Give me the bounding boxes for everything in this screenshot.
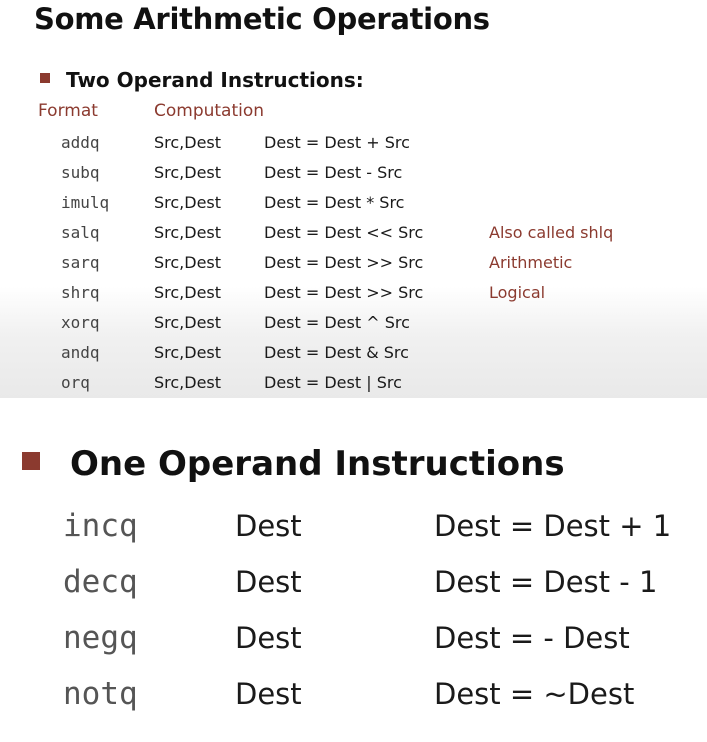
instruction-note: Arithmetic (489, 253, 573, 272)
instruction-operands: Src,Dest (154, 373, 222, 392)
slide-title: Some Arithmetic Operations (34, 2, 490, 36)
two-operand-slide: Some Arithmetic Operations Two Operand I… (0, 0, 707, 398)
instruction-operands: Src,Dest (154, 343, 222, 362)
instruction-computation: Dest = Dest + Src (264, 133, 410, 152)
instruction-mnemonic: incq (63, 508, 138, 544)
instruction-mnemonic: xorq (61, 313, 100, 332)
instruction-computation: Dest = ~Dest (434, 677, 635, 711)
instruction-computation: Dest = - Dest (434, 621, 630, 655)
instruction-operands: Src,Dest (154, 133, 222, 152)
instruction-mnemonic: imulq (61, 193, 110, 212)
instruction-computation: Dest = Dest | Src (264, 373, 402, 392)
instruction-mnemonic: subq (61, 163, 100, 182)
instruction-row: decq Dest Dest = Dest - 1 (0, 554, 707, 610)
instruction-operands: Src,Dest (154, 223, 222, 242)
instruction-mnemonic: addq (61, 133, 100, 152)
instruction-computation: Dest = Dest + 1 (434, 509, 672, 543)
instruction-computation: Dest = Dest - 1 (434, 565, 658, 599)
instruction-note: Also called shlq (489, 223, 614, 242)
instruction-computation: Dest = Dest >> Src (264, 253, 424, 272)
instruction-computation: Dest = Dest - Src (264, 163, 403, 182)
instruction-row: xorq Src,Dest Dest = Dest ^ Src (0, 308, 707, 338)
instruction-mnemonic: negq (63, 620, 138, 656)
instruction-row: shrq Src,Dest Dest = Dest >> Src Logical (0, 278, 707, 308)
two-operand-heading-label: Two Operand Instructions: (66, 68, 364, 92)
instruction-row: addq Src,Dest Dest = Dest + Src (0, 128, 707, 158)
instruction-operands: Dest (235, 621, 302, 655)
square-bullet-icon (40, 73, 50, 83)
square-bullet-icon (22, 452, 40, 470)
instruction-mnemonic: salq (61, 223, 100, 242)
instruction-mnemonic: decq (63, 564, 138, 600)
instruction-mnemonic: orq (61, 373, 90, 392)
instruction-row: subq Src,Dest Dest = Dest - Src (0, 158, 707, 188)
format-column-header: Format (38, 101, 98, 121)
instruction-row: sarq Src,Dest Dest = Dest >> Src Arithme… (0, 248, 707, 278)
instruction-computation: Dest = Dest * Src (264, 193, 405, 212)
instruction-mnemonic: notq (63, 676, 138, 712)
instruction-operands: Src,Dest (154, 163, 222, 182)
instruction-computation: Dest = Dest & Src (264, 343, 409, 362)
instruction-operands: Src,Dest (154, 193, 222, 212)
one-operand-heading: One Operand Instructions (22, 444, 565, 484)
instruction-operands: Src,Dest (154, 283, 222, 302)
instruction-row: negq Dest Dest = - Dest (0, 610, 707, 666)
instruction-computation: Dest = Dest ^ Src (264, 313, 410, 332)
instruction-computation: Dest = Dest >> Src (264, 283, 424, 302)
one-operand-heading-label: One Operand Instructions (70, 444, 565, 484)
instruction-operands: Src,Dest (154, 253, 222, 272)
instruction-row: salq Src,Dest Dest = Dest << Src Also ca… (0, 218, 707, 248)
instruction-row: orq Src,Dest Dest = Dest | Src (0, 368, 707, 398)
instruction-note: Logical (489, 283, 546, 302)
computation-column-header: Computation (154, 101, 265, 121)
one-operand-slide: One Operand Instructions incq Dest Dest … (0, 398, 707, 742)
instruction-operands: Dest (235, 509, 302, 543)
two-operand-heading: Two Operand Instructions: (40, 68, 364, 92)
instruction-operands: Dest (235, 677, 302, 711)
instruction-mnemonic: sarq (61, 253, 100, 272)
instruction-row: andq Src,Dest Dest = Dest & Src (0, 338, 707, 368)
instruction-row: imulq Src,Dest Dest = Dest * Src (0, 188, 707, 218)
instruction-row: incq Dest Dest = Dest + 1 (0, 498, 707, 554)
instruction-mnemonic: andq (61, 343, 100, 362)
instruction-computation: Dest = Dest << Src (264, 223, 424, 242)
instruction-operands: Src,Dest (154, 313, 222, 332)
instruction-operands: Dest (235, 565, 302, 599)
instruction-mnemonic: shrq (61, 283, 100, 302)
instruction-row: notq Dest Dest = ~Dest (0, 666, 707, 722)
